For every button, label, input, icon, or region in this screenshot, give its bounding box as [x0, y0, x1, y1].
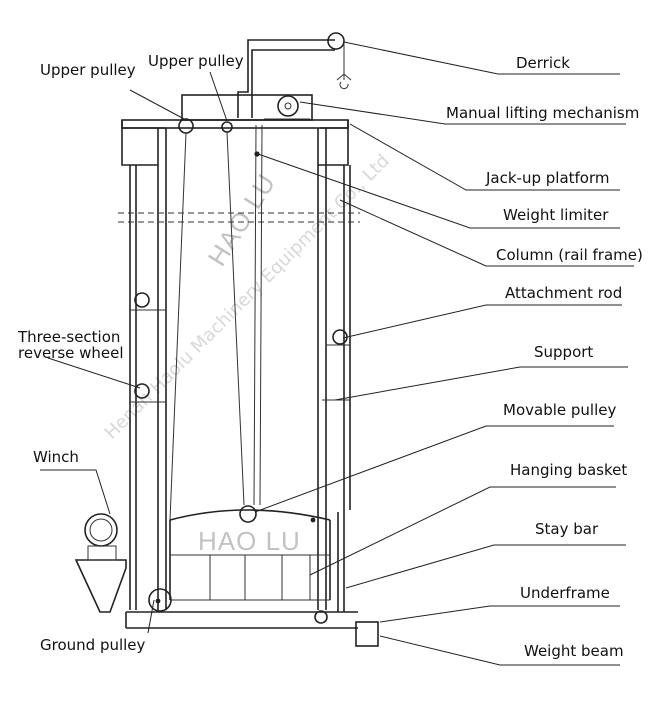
ropes — [169, 124, 263, 521]
label-manual-lifting-mechanism: Manual lifting mechanism — [446, 104, 639, 122]
weight-limiter — [254, 151, 260, 157]
label-movable-pulley: Movable pulley — [503, 401, 616, 419]
basket-rope-anchor — [310, 517, 316, 523]
watermark-brand-top: HAO LU — [202, 168, 282, 271]
label-upper-pulley-right: Upper pulley — [148, 52, 244, 70]
label-winch: Winch — [33, 448, 79, 466]
upper-pulley-right — [221, 121, 233, 133]
derrick — [237, 32, 352, 118]
label-hanging-basket: Hanging basket — [510, 461, 627, 479]
label-upper-pulley-left: Upper pulley — [40, 61, 136, 79]
movable-pulley — [239, 505, 257, 523]
label-ground-pulley: Ground pulley — [40, 636, 146, 654]
basket-bottom-pulley — [314, 610, 328, 624]
weight-beam — [355, 621, 379, 647]
label-three-section-line1: Three-section — [17, 328, 120, 346]
winch — [74, 513, 127, 613]
hanging-basket — [169, 505, 331, 601]
attachment-dashed — [118, 212, 360, 223]
watermark-brand-center: HAO LU — [198, 526, 301, 556]
three-section-reverse-wheels — [130, 292, 166, 403]
label-three-section-line2: reverse wheel — [18, 344, 124, 362]
label-underframe: Underframe — [520, 584, 610, 602]
label-support: Support — [534, 343, 593, 361]
label-weight-beam: Weight beam — [524, 642, 624, 660]
label-column: Column (rail frame) — [496, 246, 643, 264]
leader-lines — [40, 41, 634, 666]
label-stay-bar: Stay bar — [535, 520, 599, 538]
underframe — [125, 611, 358, 629]
jack-up-platform — [121, 119, 349, 166]
ground-pulley — [148, 588, 172, 612]
manual-lifting-mechanism — [181, 94, 313, 121]
label-derrick: Derrick — [516, 54, 570, 72]
label-attachment-rod: Attachment rod — [505, 284, 622, 302]
label-jack-up-platform: Jack-up platform — [485, 169, 610, 187]
upper-pulley-left — [178, 118, 194, 134]
label-weight-limiter: Weight limiter — [503, 206, 609, 224]
